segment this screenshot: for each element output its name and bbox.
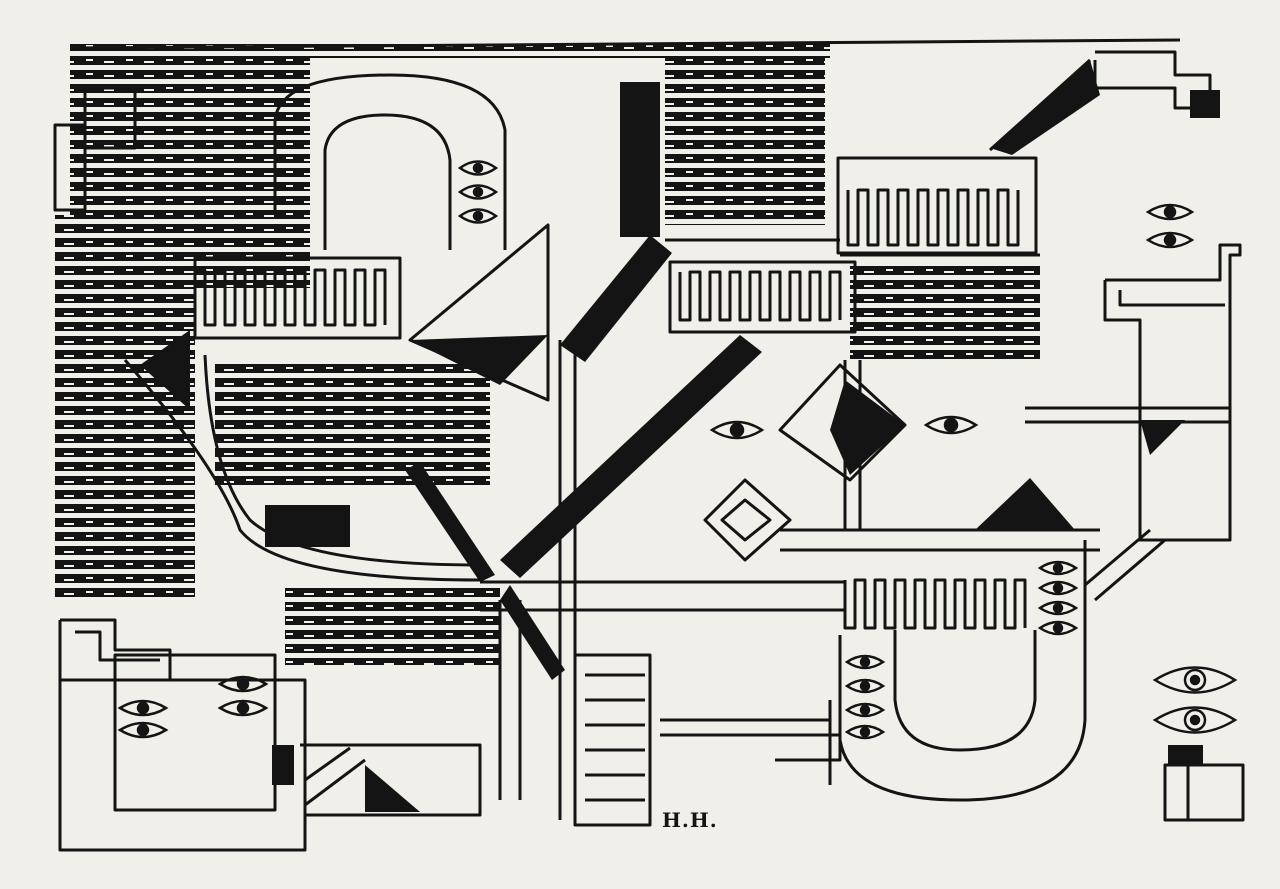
eye-icon	[923, 415, 979, 435]
eye-icon	[1037, 600, 1079, 616]
block-small	[272, 745, 294, 785]
ladder	[573, 653, 652, 827]
hatch-left-column	[55, 215, 195, 600]
arch-outer	[273, 73, 507, 250]
triangle-mid	[410, 335, 548, 385]
eye-icon	[1152, 706, 1238, 734]
eye-icon	[1037, 620, 1079, 636]
eye-icon	[1152, 666, 1238, 694]
hatch-lower-band	[285, 585, 500, 665]
hatch-right	[850, 265, 1040, 360]
diamond-outline-outer	[703, 478, 792, 562]
column-top	[620, 82, 660, 237]
tri-bottom	[365, 765, 420, 812]
diagonal-bar	[560, 235, 672, 362]
eye-icon	[457, 208, 499, 224]
triangle-outline	[408, 223, 550, 402]
room-left	[58, 678, 307, 852]
block-center	[265, 505, 350, 547]
eye-icon	[457, 184, 499, 200]
meander-box-right	[836, 156, 1038, 255]
hatch-top-center	[665, 55, 825, 225]
diamond-dark	[830, 380, 905, 475]
block-bottom-right	[1168, 745, 1203, 765]
hatch-center-left	[215, 360, 490, 490]
eye-icon	[217, 675, 269, 693]
meander-box-center	[668, 260, 857, 334]
diag-mid	[405, 462, 495, 582]
linework	[53, 38, 1245, 852]
tri-small	[1140, 420, 1185, 455]
eye-icon	[457, 160, 499, 176]
eye-icon	[844, 724, 886, 740]
arch-inner	[323, 113, 452, 250]
long-diagonal	[500, 335, 762, 578]
eye-icon	[844, 678, 886, 694]
top-right-square	[1190, 90, 1220, 118]
u-shape-outer	[838, 540, 1087, 802]
eye-icon	[1145, 231, 1195, 249]
u-shape-inner	[893, 630, 1037, 752]
eye-icon	[217, 699, 269, 717]
eye-icon	[1145, 203, 1195, 221]
eye-icon	[1037, 580, 1079, 596]
diamond-outline-inner	[720, 498, 772, 542]
diamond-frame	[778, 363, 907, 482]
diag-lower	[500, 585, 565, 680]
meander-box-left	[193, 256, 402, 340]
eye-icon	[1037, 560, 1079, 576]
eye-icon	[844, 702, 886, 718]
tri-left	[140, 330, 190, 410]
eye-icon	[709, 420, 765, 440]
top-right-diagonal	[990, 60, 1100, 155]
solid-shapes	[140, 60, 1220, 812]
eyes	[117, 160, 1238, 740]
artist-signature: H.H.	[662, 808, 718, 832]
hatched-panels	[55, 44, 1040, 665]
eye-icon	[117, 721, 169, 739]
eye-icon	[844, 654, 886, 670]
triangle-right	[975, 478, 1075, 530]
eye-icon	[117, 699, 169, 717]
swoop	[123, 359, 481, 582]
meander-bottom	[843, 578, 1027, 630]
